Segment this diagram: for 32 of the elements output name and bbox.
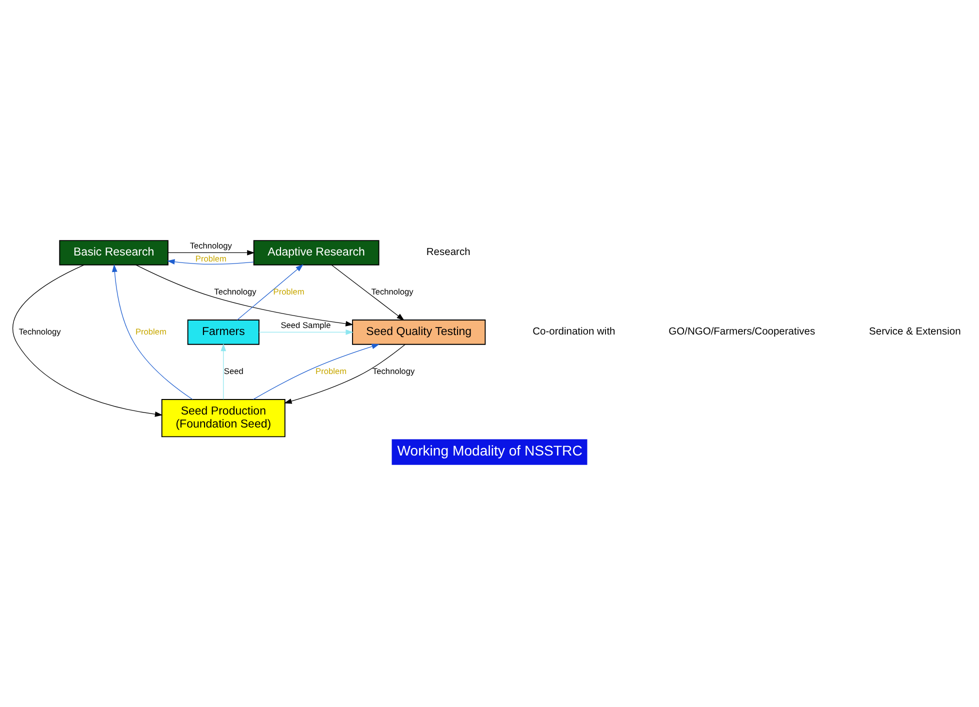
node-box: Farmers	[187, 319, 260, 344]
arrow	[284, 344, 406, 404]
edge-label: Technology	[372, 366, 415, 376]
arrow	[136, 264, 354, 326]
arrow	[220, 342, 226, 400]
edge-label: Technology	[190, 240, 232, 250]
arrow	[252, 343, 380, 400]
node-box: Seed Production (Foundation Seed)	[161, 398, 286, 437]
arrow	[112, 264, 193, 400]
edge-label: Seed	[224, 366, 244, 376]
arrow	[12, 264, 163, 416]
edge-label: Problem	[135, 326, 166, 336]
arrow	[168, 250, 255, 255]
label: GO/NGO/Farmers/Cooperatives	[668, 326, 816, 338]
edge-label: Technology	[18, 326, 61, 336]
arrow	[167, 258, 254, 264]
edge-label: Problem	[273, 286, 304, 296]
edge-label: Problem	[316, 366, 347, 376]
arrow	[331, 264, 404, 320]
node-box: Adaptive Research	[253, 240, 380, 265]
label: Research	[426, 246, 470, 258]
label: Co-ordination with	[532, 326, 616, 338]
label: Service & Extension	[869, 326, 961, 338]
arrow	[258, 329, 354, 334]
diagram-title: Working Modality of NSSTRC	[397, 442, 582, 458]
edge-label: Technology	[214, 286, 256, 296]
arrow	[236, 264, 304, 320]
node-box: Basic Research	[59, 240, 168, 265]
edge-label: Seed Sample	[280, 319, 331, 330]
edge-label: Technology	[371, 286, 414, 296]
edge-label: Problem	[195, 252, 226, 263]
node-box: Seed Quality Testing	[352, 319, 486, 344]
